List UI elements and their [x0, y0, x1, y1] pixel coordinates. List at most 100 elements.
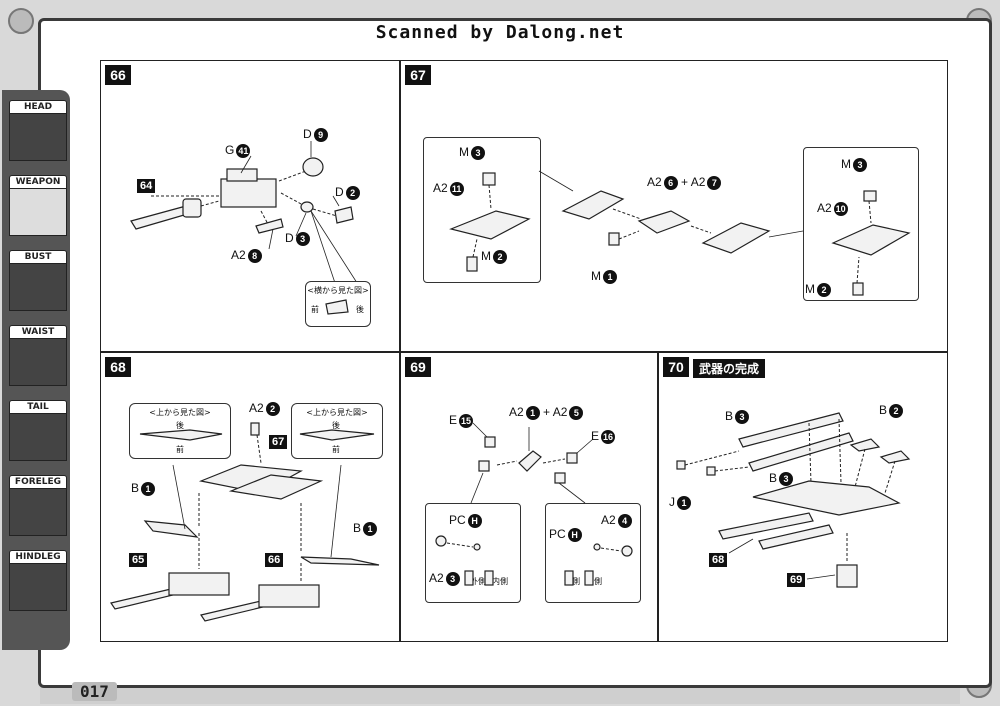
part-code: A2: [429, 571, 444, 585]
part-number: 3: [471, 145, 485, 160]
part-number: 1: [603, 269, 617, 284]
side-view-part-icon: [325, 299, 349, 315]
part-number: 2: [889, 403, 904, 418]
part-number: 2: [817, 282, 831, 297]
sidebar-item-head[interactable]: HEAD: [9, 100, 67, 161]
side-view-callout: <横から見た図> 前 後: [305, 281, 371, 327]
part-number: 11: [449, 181, 464, 196]
part-number: 3: [779, 471, 794, 486]
part-number: 1: [677, 495, 691, 510]
part-number: 6: [663, 175, 678, 190]
part-code: M: [481, 249, 491, 263]
step-69-diagram: [435, 422, 633, 586]
part-code: A2: [552, 405, 568, 419]
step-title: 武器の完成: [693, 359, 766, 378]
inner-side-label: 内側: [586, 577, 602, 586]
part-code: G: [225, 143, 235, 157]
part-code: A2: [690, 175, 706, 189]
tail-thumbnail-icon: [9, 414, 67, 461]
top-view-callout-right: <上から見た図> 後 前: [291, 403, 383, 459]
ref-step-66: 66: [265, 553, 284, 567]
step-number: 70: [663, 357, 689, 377]
part-code: D: [335, 185, 344, 199]
step-69-panel: 69 外側 内側 外側 内側: [400, 352, 658, 642]
sidebar-item-label: HINDLEG: [9, 550, 67, 564]
part-number: 41: [236, 143, 251, 158]
part-code: M: [591, 269, 601, 283]
sidebar-item-waist[interactable]: WAIST: [9, 325, 67, 386]
part-code: E: [449, 413, 458, 427]
callout-front-label: 前: [176, 445, 184, 454]
part-number: 15: [459, 413, 474, 428]
step-number: 69: [405, 357, 431, 377]
foreleg-thumbnail-icon: [9, 489, 67, 536]
step-66-diagram: [130, 141, 360, 287]
callout-title: <横から見た図>: [307, 286, 369, 295]
part-number: 2: [493, 249, 507, 264]
part-number: 3: [295, 231, 310, 246]
part-number: 2: [265, 401, 280, 416]
sidebar-item-weapon[interactable]: WEAPON: [9, 175, 67, 236]
part-code: B: [131, 481, 140, 495]
part-number: 9: [313, 127, 328, 142]
head-thumbnail-icon: [9, 114, 67, 161]
sidebar-item-label: HEAD: [9, 100, 67, 114]
outer-side-label: 外側: [470, 577, 486, 586]
waist-thumbnail-icon: [9, 339, 67, 386]
ref-step-68: 68: [709, 553, 728, 567]
part-code: E: [591, 429, 600, 443]
callout-front-label: 前: [332, 445, 340, 454]
hindleg-thumbnail-icon: [9, 564, 67, 611]
sidebar-item-tail[interactable]: TAIL: [9, 400, 67, 461]
part-number: 1: [141, 481, 156, 496]
callout-back-label: 後: [356, 305, 364, 314]
sidebar-item-label: WEAPON: [9, 175, 67, 189]
part-number: 7: [707, 175, 722, 190]
step-number: 67: [405, 65, 431, 85]
scan-banner: Scanned by Dalong.net: [375, 22, 625, 43]
part-code: B: [769, 471, 778, 485]
part-code: A2: [647, 175, 662, 189]
top-view-part-icon: [139, 429, 223, 441]
sidebar-item-hindleg[interactable]: HINDLEG: [9, 550, 67, 611]
part-code: M: [841, 157, 851, 171]
detail-box-right: [803, 147, 919, 301]
part-code: B: [353, 521, 362, 535]
part-code: B: [725, 409, 734, 423]
step-66-panel: 66: [100, 60, 400, 352]
part-code: A2: [509, 405, 524, 419]
sidebar-item-foreleg[interactable]: FORELEG: [9, 475, 67, 536]
sidebar-item-bust[interactable]: BUST: [9, 250, 67, 311]
ref-step-69: 69: [787, 573, 806, 587]
part-code: A2: [249, 401, 264, 415]
part-number: 3: [853, 157, 867, 172]
plus-sign: +: [543, 405, 551, 419]
part-code: PC: [449, 513, 466, 527]
part-code: PC: [549, 527, 566, 541]
part-number: 10: [833, 201, 848, 216]
part-code: M: [805, 282, 815, 296]
corner-bolt-icon: [8, 8, 34, 34]
ref-step-64: 64: [137, 179, 156, 193]
section-sidebar: HEAD WEAPON BUST WAIST TAIL FORELEG HIND…: [2, 90, 70, 650]
ref-step-65: 65: [129, 553, 148, 567]
